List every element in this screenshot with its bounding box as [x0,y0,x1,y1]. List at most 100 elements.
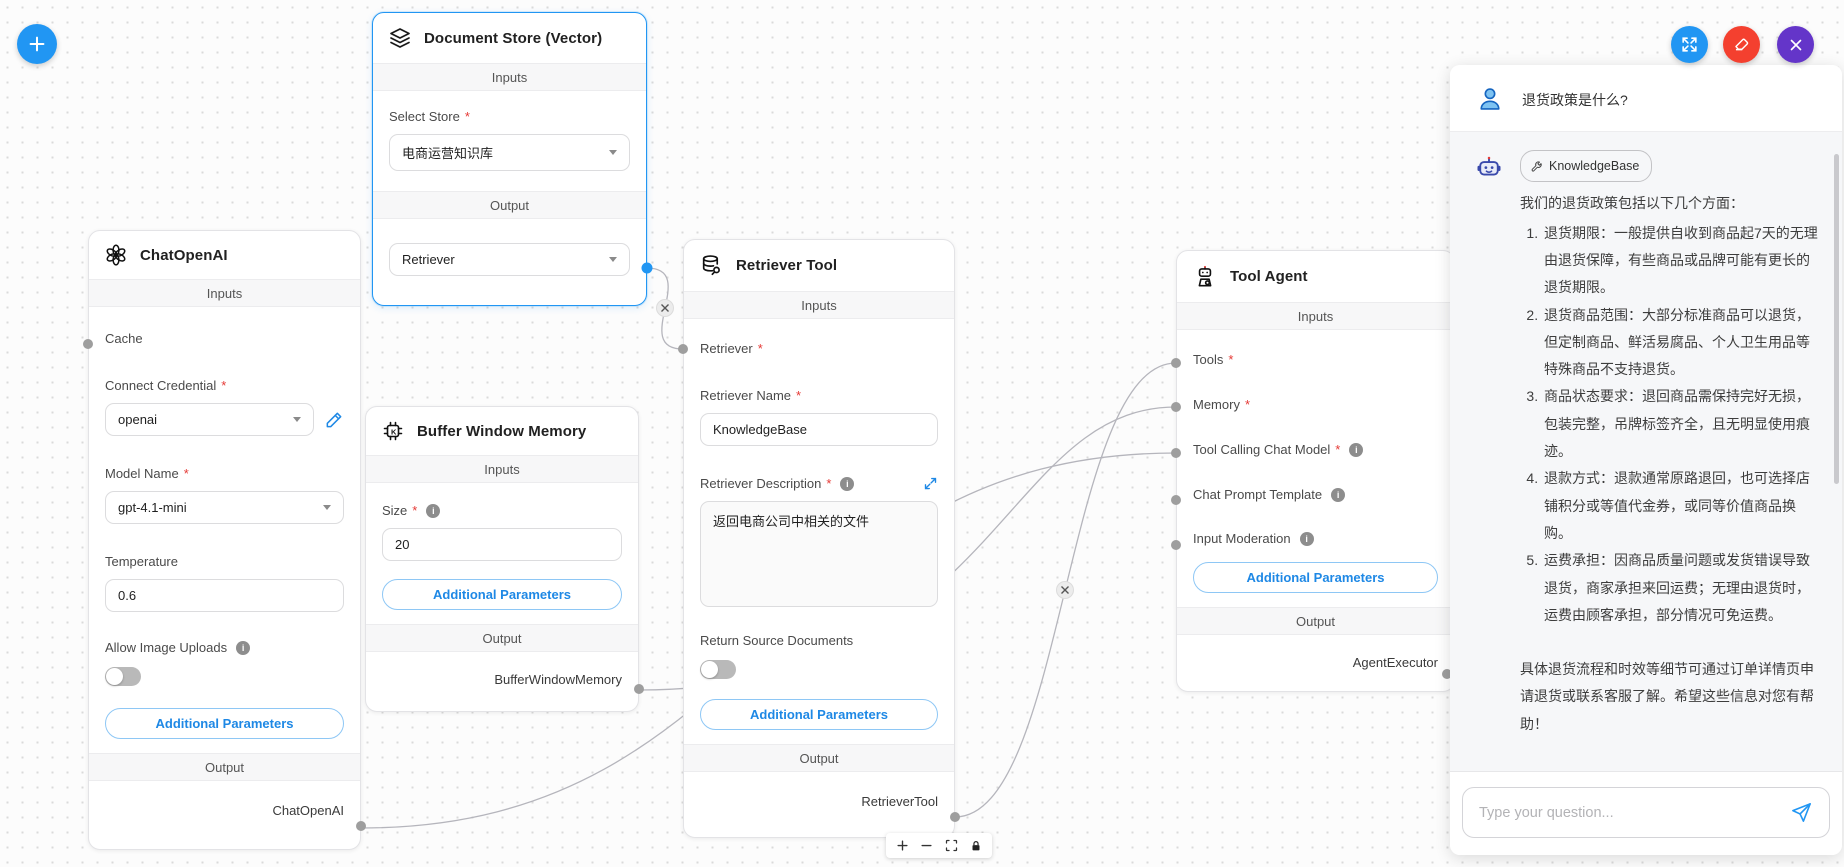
handle-toolagent-chatmodel-input[interactable] [1171,448,1181,458]
allow-image-uploads-toggle[interactable] [105,667,141,686]
handle-docstore-retriever-output[interactable] [641,262,653,274]
close-chat-button[interactable] [1777,26,1814,63]
plus-icon [29,36,45,52]
select-store-label: Select Store* [389,109,470,124]
policy-item: 退货商品范围：大部分标准商品可以退货，但定制商品、鲜活易腐品、个人卫生用品等特殊… [1542,302,1822,384]
handle-retrievertool-retriever-input[interactable] [678,344,688,354]
output-section-header: Output [89,753,360,781]
additional-parameters-button[interactable]: Additional Parameters [1193,562,1438,593]
bot-avatar [1474,150,1504,759]
wrench-icon [1531,161,1542,172]
bot-message: KnowledgeBase 我们的退货政策包括以下几个方面： 退货期限：一般提供… [1450,131,1842,772]
used-tool-name: KnowledgeBase [1549,159,1640,173]
chevron-down-icon [609,257,617,262]
retriever-description-textarea[interactable]: 返回电商公司中相关的文件 [700,501,938,607]
chat-scrollbar[interactable] [1834,154,1839,484]
bot-intro-text: 我们的退货政策包括以下几个方面： [1520,195,1744,212]
additional-parameters-button[interactable]: Additional Parameters [382,579,622,610]
expand-description-icon[interactable] [923,476,938,491]
policy-item: 退款方式：退款通常原路退回，也可选择店铺积分或等值代金券，或同等价值商品换购。 [1542,465,1822,547]
output-section-header: Output [373,191,646,219]
node-title: Buffer Window Memory [417,422,587,440]
edit-credential-icon[interactable] [324,410,344,430]
bot-message-content: KnowledgeBase 我们的退货政策包括以下几个方面： 退货期限：一般提供… [1520,150,1822,759]
node-document-store-vector[interactable]: Document Store (Vector) Inputs Select St… [372,12,647,306]
clear-chat-button[interactable] [1723,26,1760,63]
expand-arrows-icon [1682,37,1697,52]
model-name-dropdown[interactable]: gpt-4.1-mini [105,491,344,524]
node-header: Retriever Tool [684,240,954,291]
chat-prompt-template-label: Chat Prompt Template [1193,487,1438,502]
info-icon [236,640,251,655]
retriever-name-label: Retriever Name* [700,388,802,403]
handle-buffermemory-output[interactable] [634,684,644,694]
handle-toolagent-memory-input[interactable] [1171,402,1181,412]
edge-delete-button[interactable] [656,299,674,317]
expand-chat-button[interactable] [1671,26,1708,63]
output-section-header: Output [1177,607,1454,635]
additional-parameters-button[interactable]: Additional Parameters [105,708,344,739]
handle-toolagent-prompttemplate-input[interactable] [1171,495,1181,505]
select-store-dropdown[interactable]: 电商运营知识库 [389,134,630,171]
inputs-section-header: Inputs [366,455,638,483]
close-icon [661,304,669,312]
additional-parameters-button[interactable]: Additional Parameters [700,699,938,730]
zoom-in-button[interactable] [891,835,913,857]
output-section-header: Output [366,624,638,652]
handle-toolagent-tools-input[interactable] [1171,358,1181,368]
node-title: Document Store (Vector) [424,29,603,47]
edge-delete-button[interactable] [1056,581,1074,599]
node-header: K Buffer Window Memory [366,407,638,455]
info-icon [1349,442,1364,457]
size-input[interactable]: 20 [382,528,622,561]
chat-question-input[interactable] [1479,804,1780,821]
temperature-label: Temperature [105,554,178,569]
handle-retrievertool-output[interactable] [950,812,960,822]
node-title: Retriever Tool [736,257,838,274]
bot-outro-text: 具体退货流程和时效等细节可通过订单详情页申请退货或联系客服了解。希望这些信息对您… [1520,661,1814,732]
output-anchor-label: RetrieverTool [861,794,938,809]
user-avatar [1476,85,1504,113]
handle-toolagent-output[interactable] [1442,669,1452,679]
handle-toolagent-inputmoderation-input[interactable] [1171,540,1181,550]
node-retriever-tool[interactable]: Retriever Tool Inputs Retriever* Retriev… [683,239,955,838]
memory-chip-icon: K [381,419,405,443]
zoom-out-button[interactable] [916,835,938,857]
node-header: Document Store (Vector) [373,13,646,63]
policy-list: 退货期限：一般提供自收到商品起7天的无理由退货保障，有些商品或品牌可能有更长的退… [1520,220,1822,629]
node-chatopenai[interactable]: ChatOpenAI Inputs Cache Connect Credenti… [88,230,361,850]
policy-item: 商品状态要求：退回商品需保持完好无损，包装完整，吊牌标签齐全，且无明显使用痕迹。 [1542,383,1822,465]
policy-item: 运费承担：因商品质量问题或发货错误导致退货，商家承担来回运费；无理由退货时，运费… [1542,547,1822,629]
retriever-name-input[interactable]: KnowledgeBase [700,413,938,446]
node-tool-agent[interactable]: Tool Agent Inputs Tools* Memory* Tool Ca… [1176,250,1455,692]
temperature-input[interactable]: 0.6 [105,579,344,612]
fit-view-button[interactable] [940,835,962,857]
output-section-header: Output [684,744,954,772]
chat-input-area [1450,772,1842,855]
chevron-down-icon [293,417,301,422]
layers-icon [388,26,412,50]
minus-icon [921,844,932,847]
send-button[interactable] [1790,801,1813,824]
node-title: ChatOpenAI [140,246,228,264]
handle-chatopenai-cache-input[interactable] [83,339,93,349]
output-anchor-label: AgentExecutor [1352,655,1438,670]
info-icon [840,476,855,491]
node-buffer-window-memory[interactable]: K Buffer Window Memory Inputs Size* 20 A… [365,406,639,712]
memory-label: Memory* [1193,397,1251,412]
used-tool-badge[interactable]: KnowledgeBase [1520,150,1653,183]
output-retriever-dropdown[interactable]: Retriever [389,243,630,276]
handle-chatopenai-output[interactable] [356,821,366,831]
inputs-section-header: Inputs [89,279,360,307]
fit-view-icon [945,839,957,852]
chat-panel: 退货政策是什么? KnowledgeBase 我们的退货政策包括以下几个方面： … [1450,65,1842,855]
credential-dropdown[interactable]: openai [105,403,314,436]
user-message-text: 退货政策是什么? [1522,92,1628,108]
return-source-documents-toggle[interactable] [700,660,736,679]
send-icon [1792,803,1811,822]
lock-icon [972,840,980,850]
canvas-controls [886,833,992,858]
add-node-button[interactable] [17,24,57,64]
lock-canvas-button[interactable] [965,835,987,857]
